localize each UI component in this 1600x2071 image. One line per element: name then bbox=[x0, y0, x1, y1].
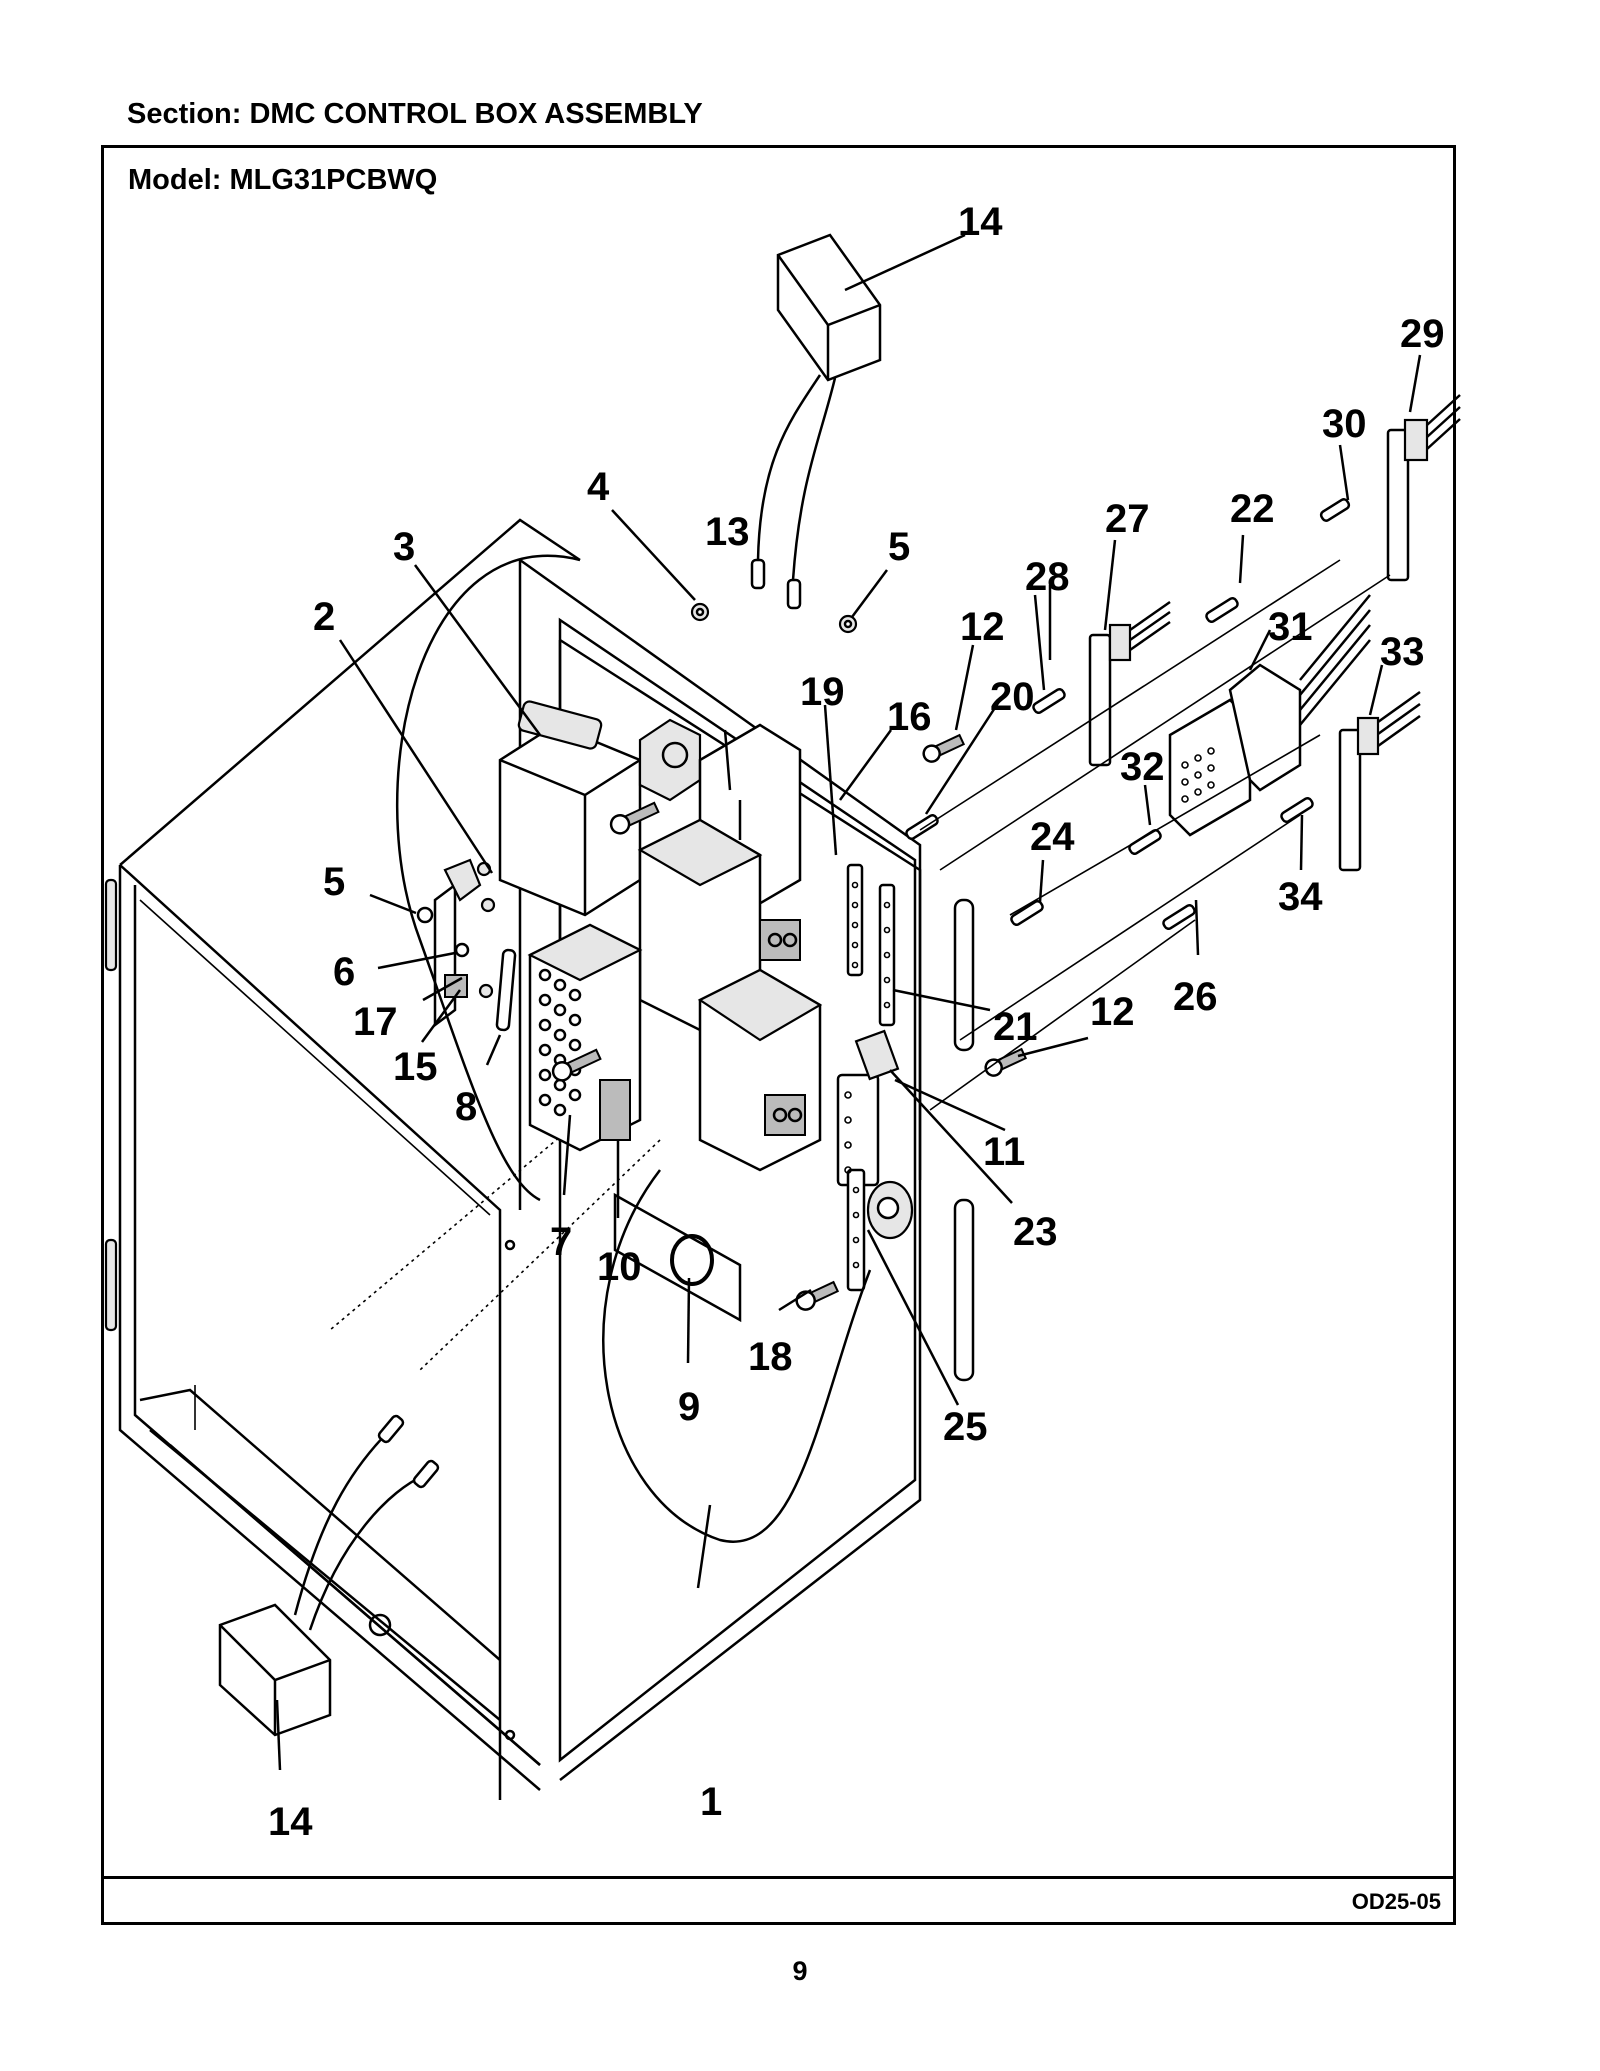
callout-labels: 1 2 3 4 5 5 6 7 8 9 10 11 12 12 13 14 14… bbox=[268, 200, 1445, 1844]
callout-8: 8 bbox=[455, 1085, 477, 1129]
callout-11: 11 bbox=[983, 1130, 1025, 1174]
callout-24: 24 bbox=[1030, 815, 1075, 859]
terminal-pins bbox=[844, 881, 891, 1269]
callout-4: 4 bbox=[587, 465, 610, 509]
callout-32: 32 bbox=[1120, 745, 1165, 789]
wire-connector-top bbox=[750, 233, 882, 610]
callout-1: 1 bbox=[700, 1780, 722, 1824]
callout-16: 16 bbox=[887, 695, 932, 739]
callout-12a: 12 bbox=[960, 605, 1005, 649]
callout-20: 20 bbox=[990, 675, 1035, 719]
callout-34: 34 bbox=[1278, 875, 1323, 919]
switch-bracket bbox=[416, 858, 517, 1032]
callout-14a: 14 bbox=[958, 200, 1003, 244]
callout-27: 27 bbox=[1105, 497, 1150, 541]
callout-5b: 5 bbox=[323, 860, 345, 904]
callout-29: 29 bbox=[1400, 312, 1445, 356]
callout-23: 23 bbox=[1013, 1210, 1058, 1254]
callout-31: 31 bbox=[1268, 605, 1313, 649]
callout-5a: 5 bbox=[888, 525, 910, 569]
plug-pins bbox=[1181, 747, 1215, 803]
page-number: 9 bbox=[792, 1956, 808, 1986]
callout-33: 33 bbox=[1380, 630, 1425, 674]
callout-2: 2 bbox=[313, 595, 335, 639]
callout-6: 6 bbox=[333, 950, 355, 994]
callout-28: 28 bbox=[1025, 555, 1070, 599]
harness-connectors bbox=[905, 394, 1461, 1111]
callout-13: 13 bbox=[705, 510, 750, 554]
heat-sink bbox=[527, 923, 643, 1152]
callout-18: 18 bbox=[748, 1335, 793, 1379]
control-box-housing bbox=[104, 518, 922, 1800]
callout-19: 19 bbox=[800, 670, 845, 714]
contactor-block bbox=[637, 723, 823, 1172]
screws bbox=[476, 602, 1028, 1311]
callout-14b: 14 bbox=[268, 1800, 313, 1844]
callout-7: 7 bbox=[550, 1220, 572, 1264]
transformer bbox=[498, 700, 702, 917]
control-board bbox=[670, 863, 975, 1382]
callout-25: 25 bbox=[943, 1405, 988, 1449]
callout-21: 21 bbox=[993, 1005, 1038, 1049]
footer-divider bbox=[104, 1876, 1453, 1879]
leader-lines bbox=[275, 233, 1422, 1771]
callout-3: 3 bbox=[393, 525, 415, 569]
callout-15: 15 bbox=[393, 1045, 438, 1089]
callout-30: 30 bbox=[1322, 402, 1367, 446]
model-label: Model: MLG31PCBWQ bbox=[128, 164, 438, 196]
drawing-code: OD25-05 bbox=[1351, 1889, 1441, 1914]
callout-10: 10 bbox=[597, 1245, 642, 1289]
callout-9: 9 bbox=[678, 1385, 700, 1429]
section-title: Section: DMC CONTROL BOX ASSEMBLY bbox=[127, 98, 703, 130]
callout-12b: 12 bbox=[1090, 990, 1135, 1034]
callout-17: 17 bbox=[353, 1000, 398, 1044]
callout-22: 22 bbox=[1230, 487, 1275, 531]
diagram-frame: Model: MLG31PCBWQ OD25-05 bbox=[101, 145, 1456, 1925]
callout-26: 26 bbox=[1173, 975, 1218, 1019]
wire-connector-bottom bbox=[218, 1414, 440, 1737]
